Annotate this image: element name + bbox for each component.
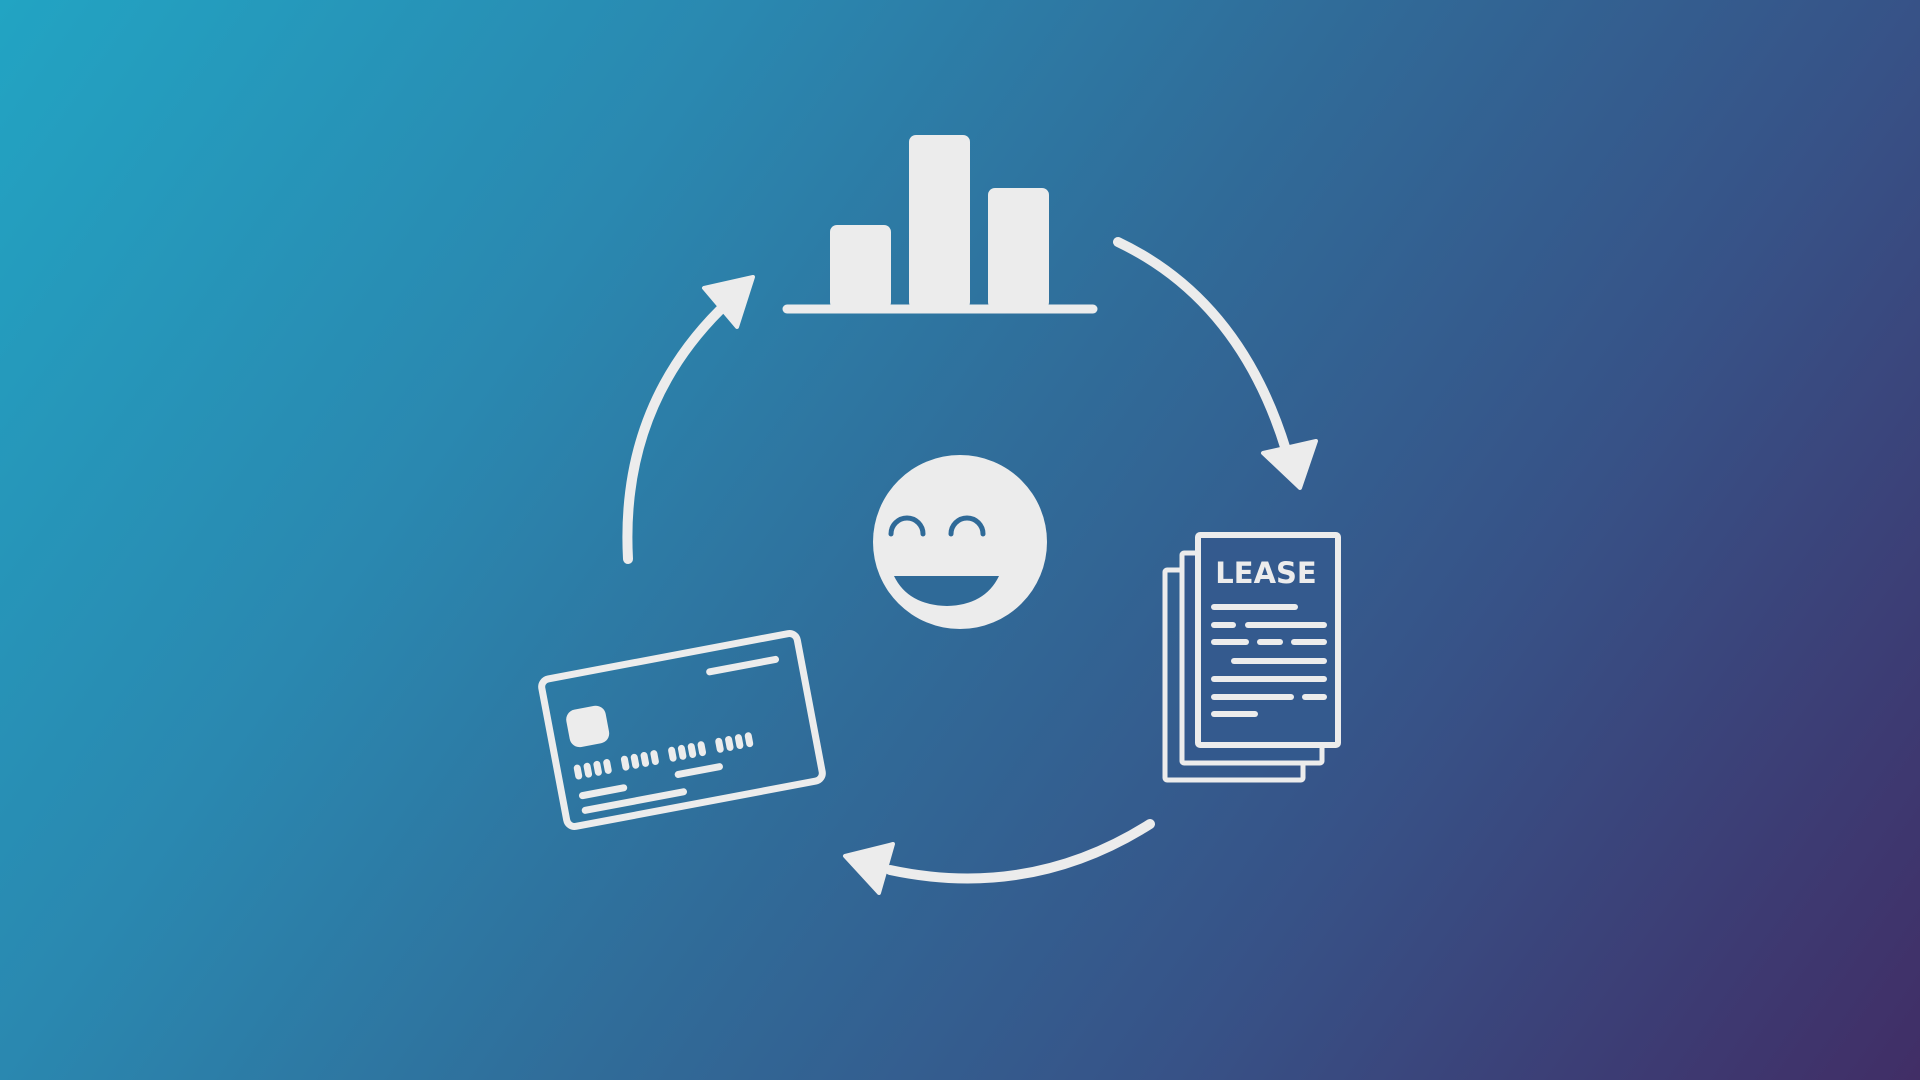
- arrowhead-icon: [702, 275, 755, 329]
- card-number: [573, 732, 754, 780]
- left-eye: [888, 515, 926, 537]
- card-details: [573, 655, 780, 814]
- bar-chart-icon: [782, 135, 1098, 314]
- credit-card-icon: [538, 630, 826, 830]
- arrowhead-icon: [843, 842, 895, 895]
- arrow-chart-to-lease: [1113, 237, 1318, 490]
- smiley-face-icon: [873, 455, 1047, 629]
- chart-bar-1: [830, 225, 891, 309]
- lease-document-icon: LEASE: [1162, 532, 1341, 783]
- arrow-lease-to-card: [843, 819, 1155, 895]
- card-chip: [566, 705, 610, 748]
- lease-text-lines: [1211, 604, 1327, 717]
- chart-bar-3: [988, 188, 1049, 309]
- lease-title: LEASE: [1215, 556, 1316, 590]
- arrowhead-icon: [1261, 439, 1318, 490]
- mouth: [894, 576, 999, 606]
- right-eye: [948, 515, 986, 537]
- arrow-card-to-chart: [622, 275, 755, 564]
- chart-bar-2: [909, 135, 970, 309]
